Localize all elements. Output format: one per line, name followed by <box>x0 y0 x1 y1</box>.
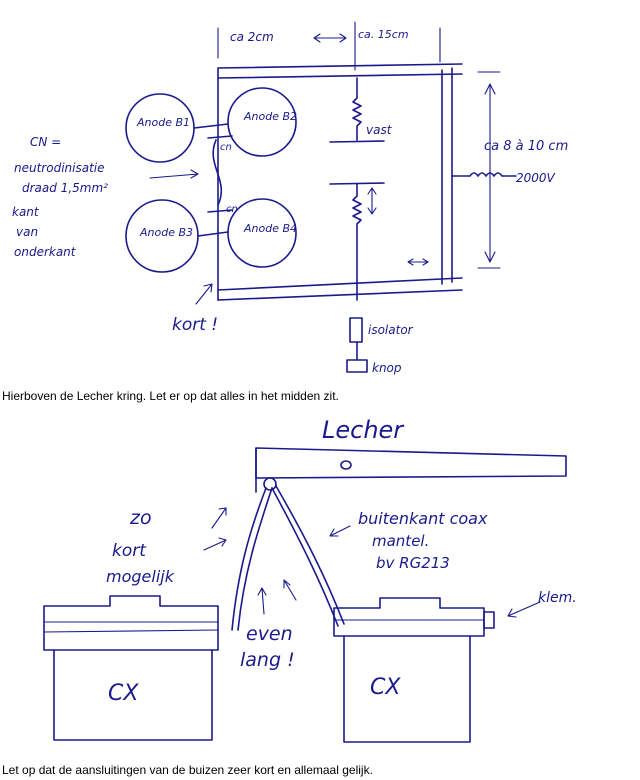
lecher-bar-hole <box>340 460 352 470</box>
wire-b3-b4 <box>197 231 229 237</box>
top-diagram: ca 2cm ca. 15cm Anode B1 Anode B2 Anode … <box>12 21 568 375</box>
buitenkant-line-2: mantel. <box>372 532 429 550</box>
side-dim-label: ca 8 à 10 cm <box>484 139 568 154</box>
wire-b1-b2 <box>193 123 229 129</box>
klem-label: klem. <box>538 590 577 606</box>
isolator-label: isolator <box>368 323 414 337</box>
vast-label: vast <box>366 123 393 137</box>
right-braid <box>271 485 345 627</box>
knop-label: knop <box>372 361 402 375</box>
gap-arrow <box>407 258 429 266</box>
cn-note-line-4: kant <box>12 205 40 219</box>
klem-arrow <box>507 601 541 618</box>
anode-b3-label: Anode B3 <box>139 226 193 239</box>
isolator-shape <box>349 317 363 343</box>
even-lang-line-2: lang ! <box>240 649 295 671</box>
lecher-title: Lecher <box>322 416 405 444</box>
caption-bottom: Let op dat de aansluitingen van de buize… <box>2 763 373 777</box>
vast-spring <box>352 77 362 141</box>
anode-b1-label: Anode B1 <box>136 116 190 129</box>
right-tube-body <box>343 635 471 743</box>
caption-top: Hierboven de Lecher kring. Let er op dat… <box>2 389 339 403</box>
lecher-clamp-point <box>263 477 277 491</box>
buitenkant-line-1: buitenkant coax <box>358 509 488 528</box>
zo-kort-arrow-2 <box>203 537 227 551</box>
buitenkant-arrow <box>329 525 351 537</box>
cn-wire <box>207 135 233 213</box>
dim-arrow-top <box>313 33 347 43</box>
left-tube-label: CX <box>108 681 139 706</box>
left-braid <box>231 487 273 631</box>
anode-b2-circle <box>227 87 297 157</box>
zo-kort-line-1: zo <box>129 507 152 529</box>
bottom-diagram: Lecher zo kort mogelijk buitenkant coax … <box>43 416 577 743</box>
even-lang-arrow-left <box>257 587 267 615</box>
cn-label-2: cn <box>226 204 238 215</box>
zo-kort-line-3: mogelijk <box>106 567 175 586</box>
right-tube-anode-ring <box>333 597 485 637</box>
dim-top-left: ca 2cm <box>230 30 274 44</box>
lecher-bar <box>255 447 567 479</box>
even-lang-line-1: even <box>246 623 293 645</box>
left-tube-anode-ring <box>43 595 219 651</box>
anode-b2-label: Anode B2 <box>243 110 297 123</box>
buitenkant-line-3: bv RG213 <box>376 554 450 572</box>
cn-note-arrow <box>149 169 199 179</box>
cn-note-line-3: draad 1,5mm² <box>22 181 108 195</box>
cn-note-line-5: van <box>16 225 38 239</box>
cn-note-line-1: CN = <box>30 135 61 149</box>
kort-arrow <box>195 283 213 305</box>
kort-label: kort ! <box>172 315 218 335</box>
left-tube-ring-line-2 <box>43 629 219 633</box>
even-lang-arrow-right <box>283 579 297 601</box>
anode-b4-circle <box>227 198 297 268</box>
cn-note-line-6: onderkant <box>14 245 77 259</box>
vast-plate <box>329 140 385 143</box>
lecher-right-side <box>441 67 453 285</box>
voltage-label: 2000V <box>516 171 556 185</box>
choke-wire <box>451 172 517 177</box>
zo-kort-line-2: kort <box>112 541 147 561</box>
dim-top-right: ca. 15cm <box>358 28 409 41</box>
right-tube-label: CX <box>370 675 401 700</box>
right-tube-clamp <box>483 611 495 629</box>
cn-label-1: cn <box>220 142 232 153</box>
left-tube-body <box>53 649 213 741</box>
cn-note-line-2: neutrodinisatie <box>14 161 105 175</box>
slide-rod <box>352 183 362 301</box>
lecher-bottom-rail <box>217 277 463 301</box>
zo-kort-arrow-1 <box>211 507 227 529</box>
lecher-top-rail <box>217 63 463 79</box>
slide-arrow <box>367 187 377 215</box>
knob-shape <box>346 359 368 373</box>
anode-b4-label: Anode B4 <box>243 222 297 235</box>
